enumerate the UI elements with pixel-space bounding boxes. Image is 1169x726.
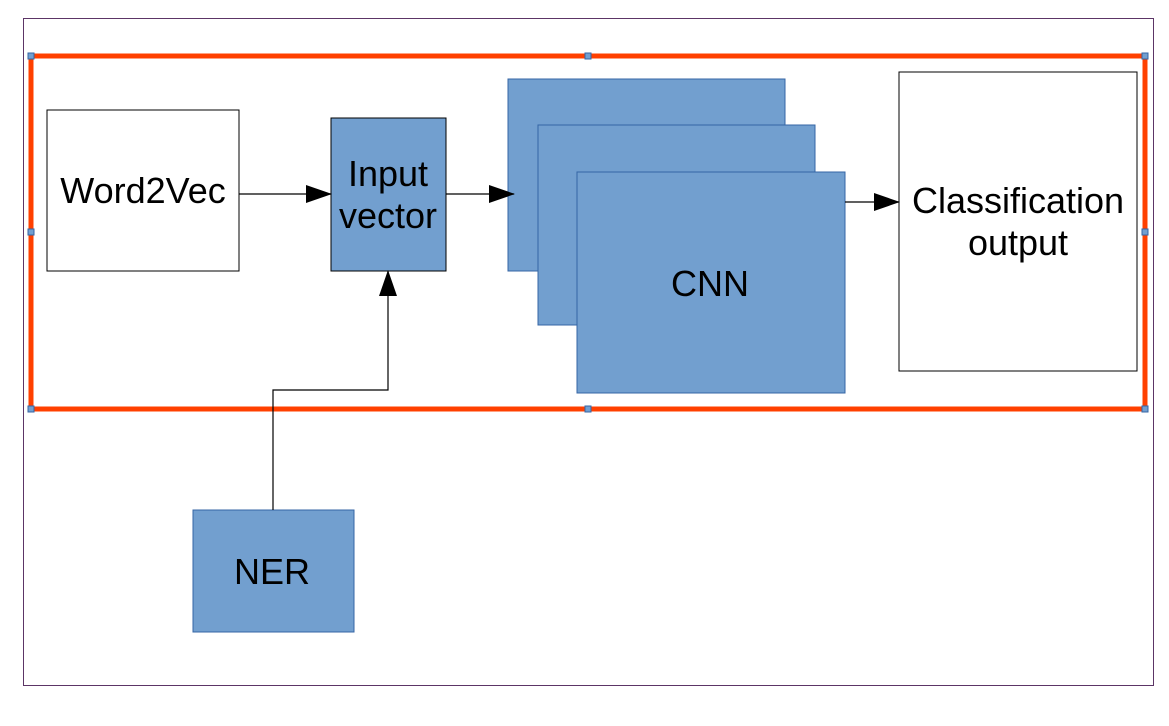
classification-output-node[interactable]: Classification output [898,71,1138,372]
arrow-ner-to-input-vector[interactable] [272,270,397,510]
handle-top-right[interactable] [1141,52,1149,60]
word2vec-box[interactable] [46,109,240,272]
word2vec-label: Word2Vec [60,170,225,211]
handle-bottom-right[interactable] [1141,405,1149,413]
handle-middle-left[interactable] [27,228,35,236]
handle-bottom-center[interactable] [584,405,592,413]
word2vec-node[interactable]: Word2Vec [46,109,240,272]
classification-output-label-line2: output [968,222,1068,263]
ner-label: NER [234,551,310,592]
ner-node[interactable]: NER [192,509,355,633]
cnn-label: CNN [671,263,749,304]
page-border [23,18,1154,686]
input-vector-label-line1: Input [348,153,428,194]
handle-bottom-left[interactable] [27,405,35,413]
cnn-node[interactable]: CNN [507,78,846,394]
selection-handles[interactable] [27,52,1149,413]
handle-top-center[interactable] [584,52,592,60]
classification-output-box[interactable] [898,71,1138,372]
ner-box[interactable] [192,509,355,633]
classification-output-label-line1: Classification [912,180,1124,221]
input-vector-label-line2: vector [339,195,437,236]
input-vector-node[interactable]: Input vector [330,117,447,272]
cnn-layer-front[interactable] [576,171,846,394]
handle-top-left[interactable] [27,52,35,60]
handle-middle-right[interactable] [1141,228,1149,236]
